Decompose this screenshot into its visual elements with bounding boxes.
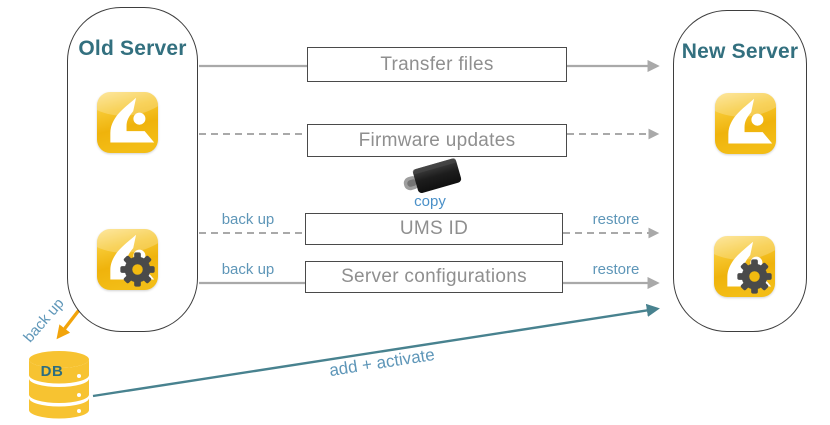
server-configurations-box: Server configurations	[305, 261, 563, 293]
igel-ums-config-icon	[97, 229, 158, 290]
firmware-updates-label: Firmware updates	[358, 129, 516, 151]
database-icon	[29, 351, 89, 419]
new-server-card: New Server	[673, 10, 807, 332]
transfer-files-label: Transfer files	[380, 53, 494, 75]
igel-ums-icon	[715, 93, 776, 154]
old-server-title: Old Server	[78, 37, 187, 60]
firmware-updates-box: Firmware updates	[307, 124, 567, 157]
add-activate-label: add + activate	[327, 344, 436, 381]
backup-umsid-label: back up	[221, 211, 275, 228]
db-backup-label: back up	[20, 295, 68, 346]
restore-config-label: restore	[592, 261, 640, 278]
backup-config-label: back up	[221, 261, 275, 278]
igel-ums-icon	[97, 92, 158, 153]
server-configurations-label: Server configurations	[341, 266, 527, 287]
usb-copy-label: copy	[414, 193, 446, 210]
igel-ums-config-icon	[714, 236, 775, 297]
ums-id-box: UMS ID	[305, 213, 563, 245]
add-activate-arrow	[92, 303, 660, 398]
db-label: DB	[40, 363, 64, 380]
usb-stick-icon	[403, 158, 462, 193]
transfer-files-box: Transfer files	[307, 47, 567, 82]
ums-id-label: UMS ID	[399, 218, 469, 239]
restore-umsid-label: restore	[592, 211, 640, 228]
new-server-title: New Server	[681, 40, 799, 63]
